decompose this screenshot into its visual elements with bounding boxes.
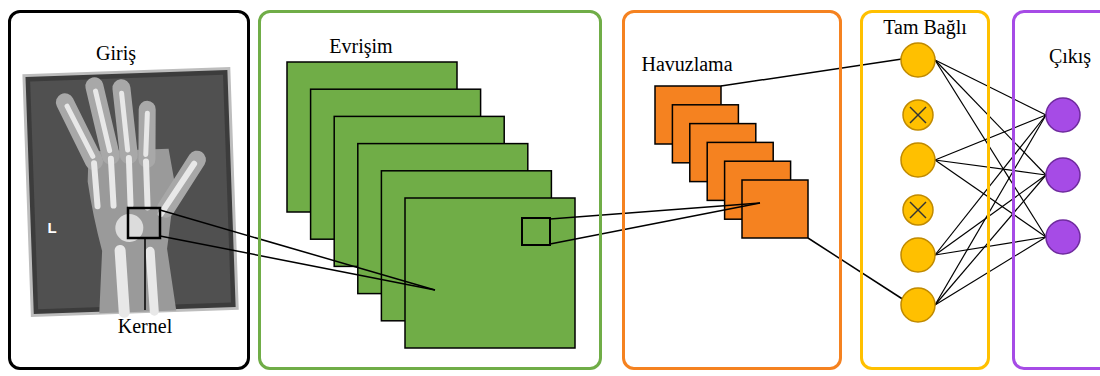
pooling-panel: Havuzlama — [622, 10, 842, 370]
convolution-maps — [287, 62, 575, 348]
projection-line — [550, 203, 760, 219]
neuron — [901, 143, 935, 177]
finger-flesh — [64, 83, 198, 212]
output-neuron — [1046, 220, 1080, 254]
panel-title: Havuzlama — [641, 53, 732, 75]
panel-title-wrap: Çıkış — [1049, 45, 1091, 68]
convolution-panel: Evrişim — [258, 10, 602, 370]
flatten-line — [721, 59, 902, 86]
flatten-line — [808, 238, 904, 300]
panel-title: Evrişim — [329, 35, 392, 57]
output-neuron — [1046, 158, 1080, 192]
panel-title: Çıkış — [1049, 45, 1091, 67]
neuron — [901, 238, 935, 272]
pool-window — [522, 218, 550, 245]
panel-title: Tam Bağlı — [883, 16, 967, 38]
panel-title: Giriş — [96, 42, 136, 64]
neuron — [901, 288, 935, 322]
pooled-map — [742, 180, 808, 238]
output-panel: Çıkış — [1012, 10, 1100, 370]
pooling-maps — [655, 86, 808, 238]
projection-line — [550, 203, 760, 244]
dropout-marks — [910, 107, 926, 218]
kernel-label: Kernel — [118, 315, 172, 337]
panel-title-wrap: Giriş — [96, 42, 136, 65]
xray-marker: L — [47, 219, 56, 236]
kernel-leader — [144, 239, 146, 310]
dense-connections — [935, 60, 1046, 305]
output-neuron — [1046, 98, 1080, 132]
dense-neurons — [901, 43, 935, 322]
kernel-label-wrap: Kernel — [118, 315, 172, 338]
panel-title-wrap: Havuzlama — [641, 53, 732, 76]
projection-line — [160, 210, 435, 290]
xray-marker-wrap: L — [47, 219, 56, 237]
dropped-neuron — [903, 100, 933, 130]
projection-line — [160, 236, 435, 290]
xray-image — [24, 68, 237, 315]
panel-title-wrap: Evrişim — [329, 35, 392, 58]
kernel-window — [128, 208, 160, 238]
hand-bones — [67, 88, 200, 314]
dropped-neuron — [903, 195, 933, 225]
panel-title-wrap: Tam Bağlı — [883, 16, 967, 39]
xray-frame — [24, 68, 237, 315]
output-neurons — [1046, 98, 1080, 254]
hand-flesh — [87, 148, 180, 313]
feature-map — [405, 198, 575, 348]
dense-panel: Tam Bağlı — [860, 10, 990, 370]
neuron — [901, 43, 935, 77]
